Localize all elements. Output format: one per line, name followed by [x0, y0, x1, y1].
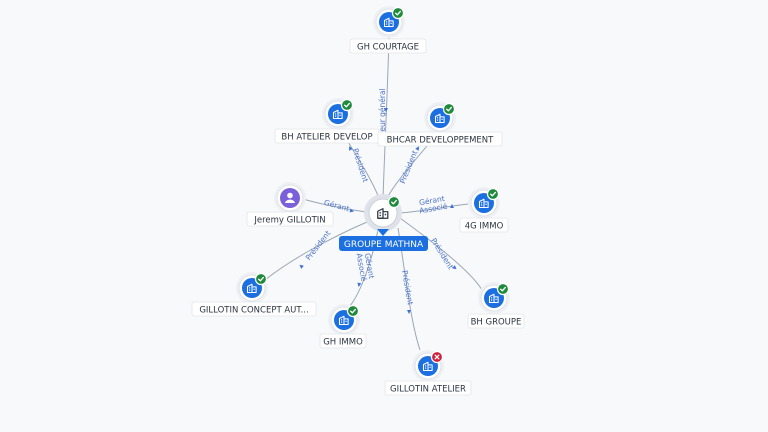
node-label: GILLOTIN CONCEPT AUT... [199, 306, 308, 316]
node-gillotin_concept[interactable]: GILLOTIN CONCEPT AUT... [191, 272, 317, 317]
user-icon-body [285, 199, 295, 203]
node-label-box [191, 301, 317, 317]
active-status-badge [387, 195, 401, 209]
edge-label-bh_atelier: Président [351, 147, 370, 183]
edge-arrow-bh_groupe [452, 265, 457, 270]
edge-label-bhcar: Président [398, 149, 419, 185]
node-jeremy[interactable]: Jeremy GILLOTIN [246, 182, 334, 227]
node-gh_courtage[interactable]: GH COURTAGE [349, 6, 427, 54]
node-label-box [349, 38, 427, 54]
node-label: BH GROUPE [471, 318, 522, 328]
edge-arrow-bh_atelier [349, 146, 353, 151]
node-gh_immo[interactable]: GH IMMO [319, 304, 367, 349]
edge-arrow-gh_courtage [384, 108, 388, 112]
node-label-box [459, 217, 509, 233]
edge-label-gh_courtage: eur général [378, 88, 387, 131]
edge-arrow-jeremy [349, 208, 354, 213]
edge-label-gh_immo: GérantAssocié [355, 251, 377, 282]
node-label-box [246, 211, 334, 227]
edge-arrow-immo_4g [450, 204, 454, 208]
active-status-badge [391, 6, 405, 20]
active-status-badge [442, 102, 456, 116]
node-bhcar[interactable]: BHCAR DEVELOPPEMENT [377, 102, 503, 147]
edge-arrow-gillotin_concept [299, 264, 304, 269]
center-label: GROUPE MATHNA [344, 240, 424, 250]
active-status-badge [254, 272, 268, 286]
active-status-badge [340, 98, 354, 112]
node-label: GH IMMO [323, 338, 363, 348]
edge-gillotin_concept [264, 221, 368, 281]
node-label: Jeremy GILLOTIN [253, 216, 325, 226]
node-label: BHCAR DEVELOPPEMENT [387, 136, 494, 146]
edge-arrow-bhcar [415, 146, 419, 151]
user-icon [287, 192, 293, 199]
edge-label-immo_4g: GérantAssocié [417, 194, 448, 216]
edge-label-jeremy: Gérant [323, 198, 350, 213]
node-label-box [319, 333, 367, 349]
edge-jeremy [302, 198, 367, 213]
edge-bh_groupe [399, 217, 483, 291]
node-gillotin_atelier[interactable]: GILLOTIN ATELIER [384, 350, 472, 396]
edge-arrow-gillotin_atelier [407, 310, 411, 314]
node-label-box [467, 313, 525, 329]
node-label: GILLOTIN ATELIER [390, 385, 466, 395]
node-label: GH COURTAGE [357, 43, 419, 53]
active-status-badge [496, 282, 510, 296]
center-pointer [377, 229, 389, 236]
node-bh_atelier[interactable]: BH ATELIER DEVELOP [274, 98, 380, 144]
edge-arrow-gh_immo [357, 282, 362, 287]
edge-immo_4g [399, 203, 469, 214]
node-immo_4g[interactable]: 4G IMMO [459, 187, 509, 233]
active-status-badge [486, 187, 500, 201]
edge-label-bh_groupe: Président [429, 236, 455, 270]
node-label: BH ATELIER DEVELOP [281, 133, 372, 143]
node-label: 4G IMMO [465, 222, 504, 232]
node-bh_groupe[interactable]: BH GROUPE [467, 282, 525, 329]
edge-label-gillotin_atelier: Président [400, 270, 415, 306]
center-node[interactable]: GROUPE MATHNA [339, 194, 428, 251]
center-label-box [339, 236, 428, 251]
edge-label-gillotin_concept: Président [304, 229, 333, 262]
node-label-box [377, 131, 503, 147]
node-label-box [384, 380, 472, 396]
active-status-badge [346, 304, 360, 318]
